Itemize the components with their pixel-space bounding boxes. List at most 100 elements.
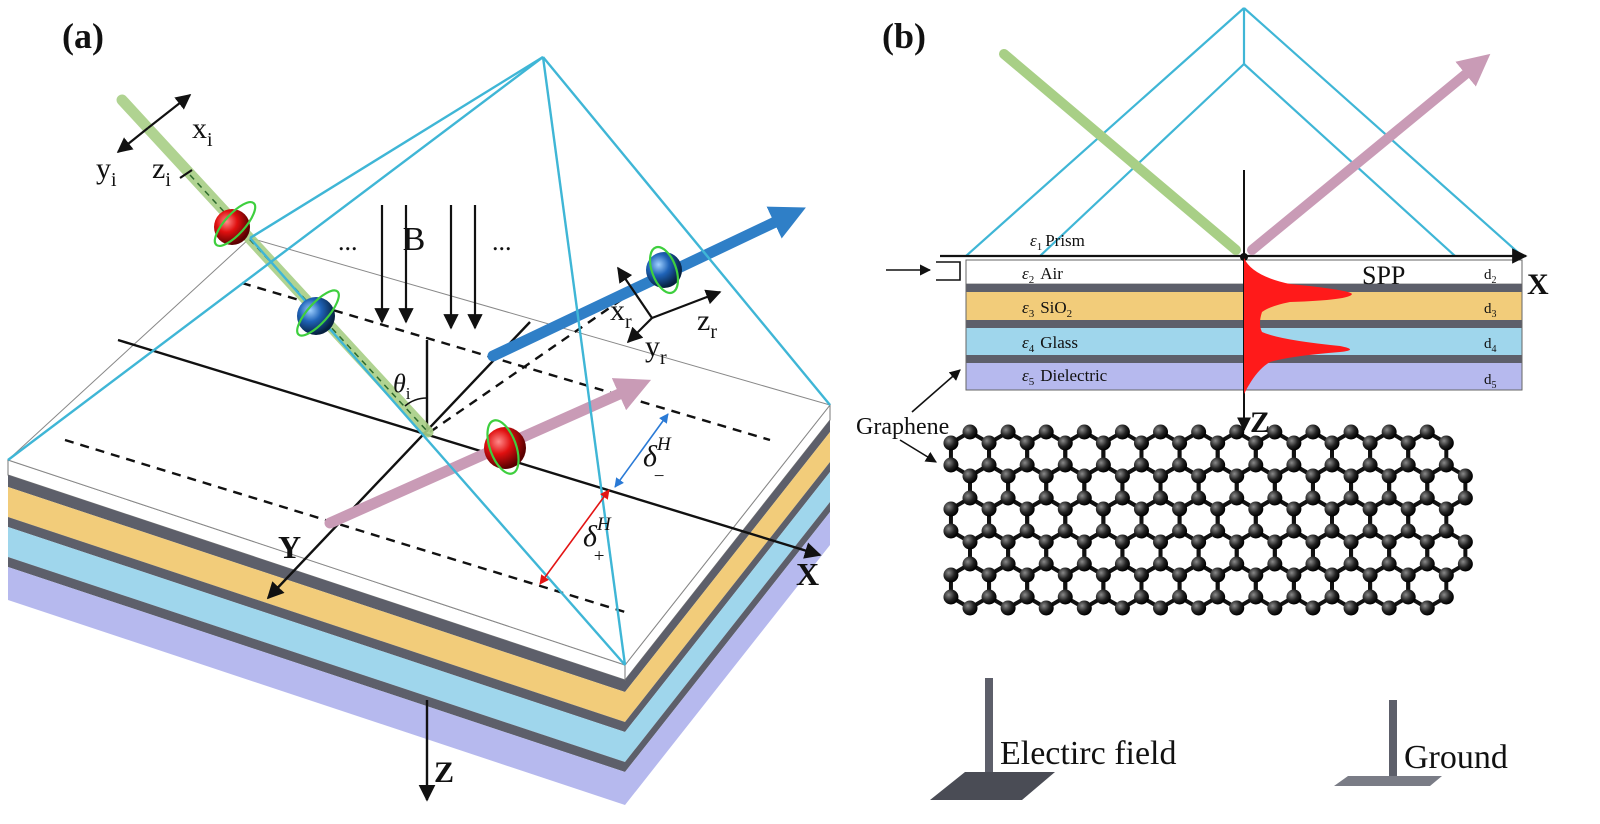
carbon-atom xyxy=(1095,567,1111,583)
carbon-atom xyxy=(1438,435,1454,451)
carbon-atom xyxy=(1438,589,1454,605)
carbon-atom xyxy=(1343,468,1359,484)
carbon-atom xyxy=(1419,556,1435,572)
carbon-atom xyxy=(1057,501,1073,517)
carbon-atom xyxy=(1095,435,1111,451)
carbon-atom xyxy=(1419,424,1435,440)
field-dots-left: ... xyxy=(338,227,358,256)
carbon-atom xyxy=(1095,523,1111,539)
carbon-atom xyxy=(1076,534,1092,550)
carbon-atom xyxy=(1419,600,1435,616)
carbon-atom xyxy=(1019,501,1035,517)
incident-x-label: xi xyxy=(192,112,213,151)
carbon-atom xyxy=(1019,589,1035,605)
carbon-atom xyxy=(1114,424,1130,440)
panel-b: (b) X Z xyxy=(856,7,1549,800)
carbon-atom xyxy=(1343,556,1359,572)
carbon-atom xyxy=(1057,435,1073,451)
carbon-atom xyxy=(1057,567,1073,583)
carbon-atom xyxy=(1057,523,1073,539)
reflected-y-label: yr xyxy=(645,330,667,369)
carbon-atom xyxy=(1457,534,1473,550)
electrode-right xyxy=(1334,700,1442,786)
carbon-atom xyxy=(1324,457,1340,473)
magnetic-field-arrows xyxy=(374,205,483,330)
thickness-d5: d5 xyxy=(1484,372,1497,391)
carbon-atom xyxy=(1191,468,1207,484)
incidence-angle-label: θi xyxy=(393,369,411,403)
surface-axes xyxy=(117,321,822,802)
carbon-atom xyxy=(1210,435,1226,451)
carbon-atom xyxy=(1419,468,1435,484)
carbon-atom xyxy=(1038,490,1054,506)
carbon-atom xyxy=(1000,424,1016,440)
panel-a-label: (a) xyxy=(62,16,104,56)
carbon-atom xyxy=(981,567,997,583)
carbon-atom xyxy=(1114,556,1130,572)
dashed-guides xyxy=(64,279,771,614)
carbon-atom xyxy=(1229,534,1245,550)
carbon-atom xyxy=(1400,523,1416,539)
carbon-atom xyxy=(1133,567,1149,583)
carbon-atom xyxy=(1286,567,1302,583)
carbon-atom xyxy=(1038,468,1054,484)
incident-frame-axes xyxy=(116,94,193,179)
carbon-atom xyxy=(962,468,978,484)
carbon-atom xyxy=(1038,556,1054,572)
axis-z-label-b: Z xyxy=(1250,406,1270,439)
carbon-atom xyxy=(1362,501,1378,517)
carbon-atom xyxy=(1210,501,1226,517)
carbon-atom xyxy=(1038,424,1054,440)
carbon-atom xyxy=(1057,589,1073,605)
carbon-atom xyxy=(943,567,959,583)
carbon-atom xyxy=(1210,589,1226,605)
carbon-atom xyxy=(1114,534,1130,550)
carbon-atom xyxy=(1095,501,1111,517)
carbon-atom xyxy=(1381,424,1397,440)
delta-minus-label: δH− xyxy=(643,434,672,487)
carbon-atom xyxy=(1381,490,1397,506)
graphene-pointers xyxy=(899,369,961,463)
carbon-atom xyxy=(943,523,959,539)
carbon-atom xyxy=(1324,435,1340,451)
carbon-atom xyxy=(1305,424,1321,440)
carbon-atom xyxy=(1076,468,1092,484)
carbon-atom xyxy=(981,435,997,451)
carbon-atom xyxy=(943,457,959,473)
incidence-angle-arc xyxy=(404,397,428,407)
carbon-atom xyxy=(1019,523,1035,539)
carbon-atom xyxy=(981,589,997,605)
carbon-atom xyxy=(1362,523,1378,539)
carbon-atom xyxy=(1248,457,1264,473)
carbon-atom xyxy=(1248,435,1264,451)
carbon-atom xyxy=(1324,567,1340,583)
carbon-atom xyxy=(1419,534,1435,550)
carbon-atom xyxy=(1153,556,1169,572)
electrode-left-label: Electirc field xyxy=(1000,735,1177,772)
carbon-atom xyxy=(1114,490,1130,506)
carbon-atom xyxy=(1305,600,1321,616)
graphene-label: Graphene xyxy=(856,414,949,440)
carbon-atom xyxy=(1000,534,1016,550)
axis-y-label-a: Y xyxy=(278,529,301,565)
reflected-x-label: xr xyxy=(610,294,632,333)
carbon-atom xyxy=(1038,534,1054,550)
reflected-beam-blue xyxy=(487,206,806,362)
incident-z-label: zi xyxy=(152,152,171,191)
photon-red-reflected xyxy=(484,419,526,475)
carbon-atom xyxy=(1457,556,1473,572)
spp-field-profile xyxy=(1244,258,1352,394)
carbon-atom xyxy=(1362,589,1378,605)
carbon-atom xyxy=(1457,490,1473,506)
carbon-atom xyxy=(1305,468,1321,484)
electrode-right-label: Ground xyxy=(1404,739,1508,776)
carbon-atom xyxy=(1229,424,1245,440)
prism-frame xyxy=(7,55,831,666)
carbon-atom xyxy=(1153,534,1169,550)
carbon-atom xyxy=(1381,468,1397,484)
coupling-arrow xyxy=(886,261,961,281)
carbon-atom xyxy=(1438,457,1454,473)
